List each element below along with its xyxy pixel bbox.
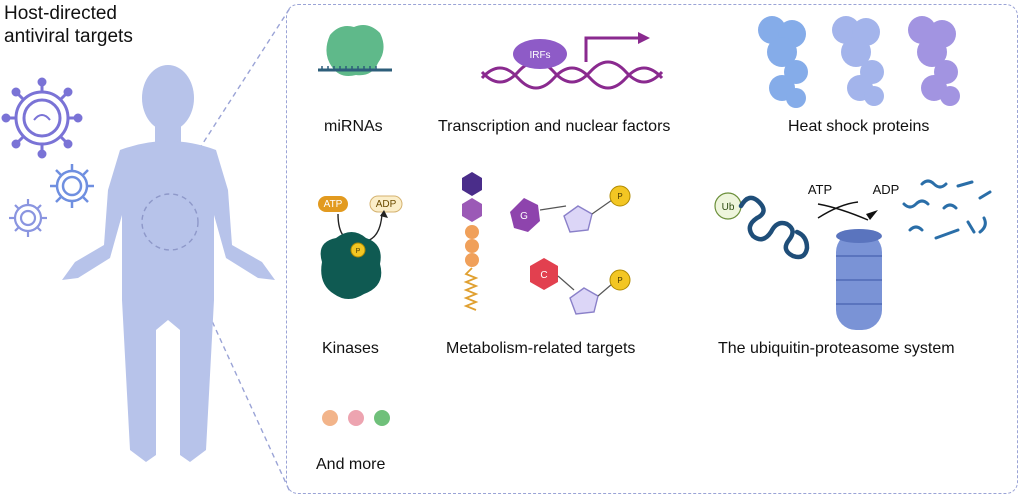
proteasome-icon (836, 229, 882, 330)
atp-text: ATP (808, 182, 832, 197)
g-nucleotide-icon (510, 185, 631, 233)
label-and-more: And more (316, 456, 386, 473)
c-label: C (540, 270, 547, 281)
label-transcription: Transcription and nuclear factors (438, 118, 671, 135)
irfs-icon (513, 39, 567, 69)
virus-icon-large (1, 77, 83, 159)
g-phosphate-label: P (617, 192, 622, 201)
kinase-icon (318, 195, 403, 299)
target-zoom-circle (141, 193, 199, 251)
virus-icon-medium (50, 164, 94, 208)
more-dot-green (374, 410, 390, 426)
lipid-chain-icon (462, 172, 482, 311)
c-nucleotide-icon (530, 258, 631, 315)
atp-label: ATP (324, 199, 343, 210)
human-body-icon (62, 65, 275, 462)
mirna-icon (318, 25, 392, 76)
g-label: G (520, 211, 528, 222)
more-dot-pink (348, 410, 364, 426)
title-line-2: antiviral targets (4, 26, 133, 47)
c-phosphate-label: P (617, 276, 622, 285)
heat-shock-proteins-icon (758, 16, 960, 108)
label-metabolism: Metabolism-related targets (446, 340, 636, 357)
more-dot-orange (322, 410, 338, 426)
ub-label: Ub (722, 202, 735, 213)
label-heat-shock: Heat shock proteins (788, 118, 930, 135)
targets-panel (286, 4, 1018, 494)
title-line-1: Host-directed (4, 3, 117, 24)
label-mirnas: miRNAs (324, 118, 383, 135)
figure-title: Host-directed antiviral targets (4, 2, 204, 48)
kinase-phosphate-label: P (356, 248, 361, 255)
irfs-label: IRFs (529, 50, 550, 61)
label-kinases: Kinases (322, 340, 379, 357)
ubiquitin-icon (714, 192, 878, 260)
label-ubiquitin: The ubiquitin-proteasome system (718, 340, 955, 357)
virus-icon-small (9, 199, 47, 237)
adp-text: ADP (873, 182, 900, 197)
dna-transcription-icon (480, 32, 664, 90)
adp-label: ADP (376, 199, 397, 210)
peptide-fragments-icon (902, 179, 992, 240)
